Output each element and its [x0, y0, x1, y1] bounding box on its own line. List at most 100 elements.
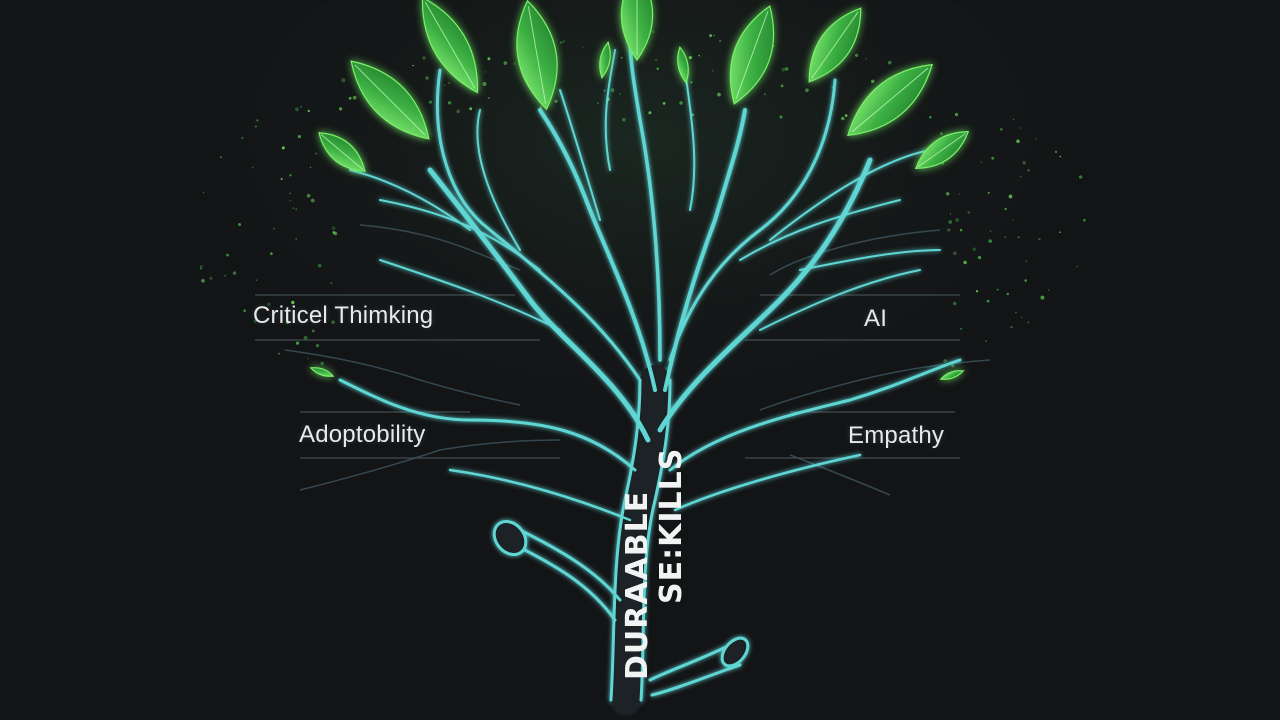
- particle: [1035, 138, 1037, 140]
- particle: [887, 60, 892, 65]
- particle: [240, 136, 244, 140]
- particle: [712, 70, 714, 72]
- particle: [865, 57, 868, 60]
- particle: [310, 198, 315, 203]
- particle: [253, 319, 257, 323]
- cut-branch-left: [513, 543, 617, 622]
- particle: [341, 78, 346, 83]
- particle: [307, 109, 310, 113]
- particle: [1019, 175, 1022, 178]
- particle: [940, 132, 943, 135]
- particle: [447, 81, 451, 85]
- particle: [709, 34, 713, 38]
- particle: [330, 281, 333, 285]
- leaf: [318, 132, 366, 172]
- particle: [559, 41, 563, 44]
- particle: [554, 99, 558, 103]
- particle: [306, 193, 311, 198]
- particle: [948, 220, 953, 224]
- particle: [1054, 150, 1058, 154]
- particle: [281, 146, 285, 150]
- particle: [1059, 155, 1062, 158]
- particle: [226, 253, 229, 257]
- particle: [562, 40, 565, 43]
- leaf: [914, 131, 970, 169]
- particle: [289, 174, 292, 177]
- particle: [1078, 175, 1083, 179]
- particle: [201, 278, 205, 283]
- particle: [1027, 169, 1030, 172]
- particle: [929, 115, 932, 119]
- particle: [224, 275, 226, 277]
- particle: [503, 61, 508, 65]
- particle: [1016, 139, 1020, 143]
- particle: [622, 117, 626, 122]
- particle: [698, 54, 700, 57]
- particle: [988, 239, 992, 243]
- particle: [610, 88, 615, 93]
- particle: [1008, 194, 1013, 199]
- particle: [844, 114, 848, 117]
- particle: [295, 341, 300, 345]
- particle: [781, 67, 786, 72]
- particle: [947, 228, 951, 232]
- particle: [987, 191, 990, 194]
- particle: [444, 84, 446, 86]
- particle: [1006, 292, 1010, 296]
- particle: [953, 251, 957, 256]
- particle: [1027, 321, 1030, 324]
- particle: [958, 193, 960, 195]
- particle: [1059, 231, 1061, 234]
- background-glow: [160, 0, 1120, 530]
- particle: [999, 128, 1003, 131]
- particle: [289, 199, 292, 202]
- particle: [320, 361, 324, 366]
- particle: [243, 309, 247, 313]
- particle: [1011, 219, 1014, 222]
- particle: [949, 213, 952, 215]
- particle: [311, 329, 315, 333]
- particle: [989, 230, 992, 232]
- particle: [967, 211, 970, 214]
- particle: [679, 101, 683, 105]
- particle: [469, 107, 473, 111]
- label-empathy: Empathy: [848, 422, 945, 449]
- particle: [764, 93, 766, 95]
- particle: [199, 267, 202, 270]
- particle: [1022, 161, 1026, 165]
- particle: [656, 67, 660, 71]
- particle: [291, 300, 295, 305]
- particle: [484, 71, 487, 73]
- particle: [1048, 289, 1050, 291]
- particle: [963, 260, 967, 265]
- particle: [784, 67, 789, 71]
- particle: [841, 116, 845, 121]
- particle: [980, 161, 983, 163]
- particle: [620, 56, 623, 59]
- particle: [582, 46, 584, 48]
- particle: [251, 166, 254, 169]
- particle: [256, 279, 258, 281]
- trunk-text-skills: SE:KILLS: [654, 447, 689, 604]
- particle: [955, 218, 960, 222]
- particle: [1038, 237, 1041, 241]
- particle: [975, 290, 979, 293]
- particle: [295, 208, 298, 211]
- leaf: [620, 0, 654, 62]
- particle: [303, 335, 308, 340]
- particle: [952, 301, 957, 306]
- particle: [456, 109, 461, 114]
- particle: [951, 364, 955, 368]
- particle: [959, 228, 963, 232]
- particle: [960, 327, 963, 330]
- leaf: [677, 46, 689, 84]
- particle: [1076, 265, 1079, 268]
- particle: [1019, 127, 1022, 129]
- particle: [1004, 236, 1007, 239]
- particle: [1021, 316, 1023, 319]
- particle: [619, 92, 622, 95]
- particle: [202, 192, 205, 194]
- particle: [977, 256, 982, 260]
- tree-branches: [338, 38, 962, 715]
